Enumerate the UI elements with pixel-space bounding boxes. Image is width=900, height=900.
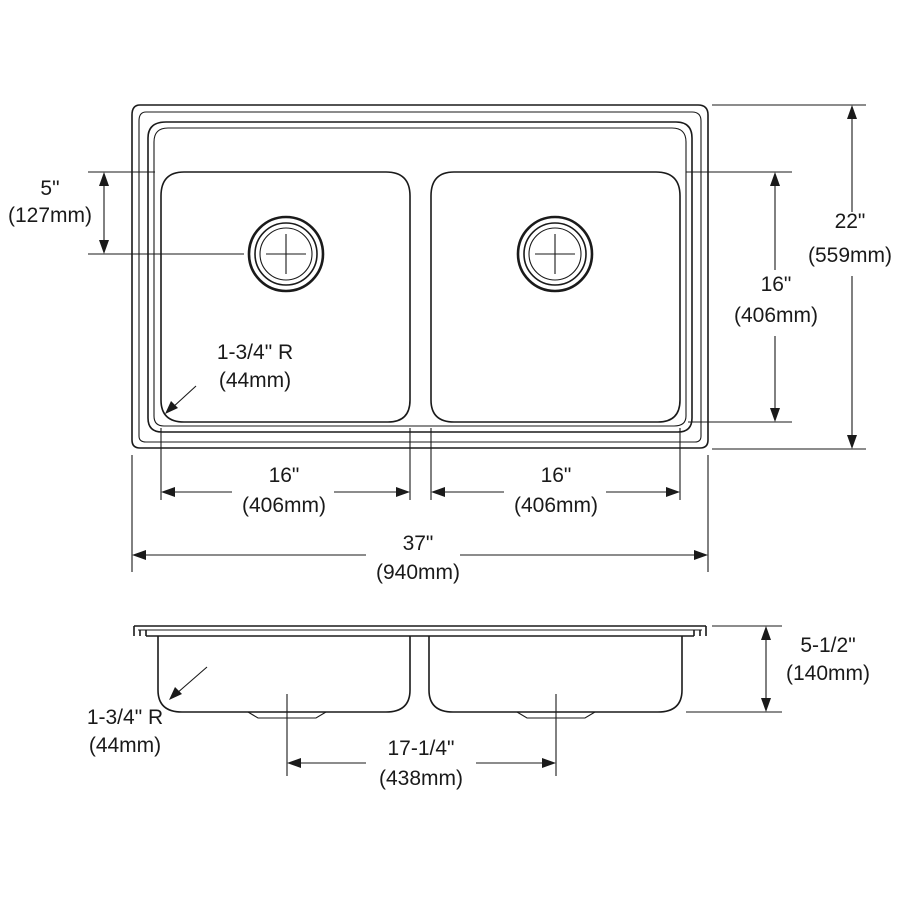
overall-depth-imperial: 22" [835,210,866,233]
drain-spacing-metric: (438mm) [379,767,463,790]
left-bowl-width-dimension: 16" (406mm) [160,428,411,517]
sink-side-view [133,625,707,719]
bowl-height-metric: (140mm) [786,662,870,685]
overall-width-dimension: 37" (940mm) [131,455,709,584]
bowl-depth-dimension: 16" (406mm) [686,171,818,423]
drain-offset-metric: (127mm) [8,204,92,227]
bowl-depth-metric: (406mm) [734,304,818,327]
drain-offset-dimension: 5" (127mm) [8,171,244,255]
drain-spacing-dimension: 17-1/4" (438mm) [286,694,557,790]
drain-offset-imperial: 5" [40,177,59,200]
overall-width-imperial: 37" [403,532,434,555]
right-bowl-width-imperial: 16" [541,464,572,487]
side-corner-radius-metric: (44mm) [89,734,161,757]
left-bowl [160,171,411,423]
corner-radius-callout-top: 1-3/4" R (44mm) [165,341,293,414]
corner-radius-imperial: 1-3/4" R [217,341,293,364]
corner-radius-metric: (44mm) [219,369,291,392]
right-bowl-width-dimension: 16" (406mm) [430,428,681,517]
drain-spacing-imperial: 17-1/4" [388,737,455,760]
left-bowl-width-imperial: 16" [269,464,300,487]
sink-top-view [131,104,709,449]
overall-depth-metric: (559mm) [808,244,892,267]
right-drain [516,215,594,293]
overall-width-metric: (940mm) [376,561,460,584]
overall-depth-dimension: 22" (559mm) [712,104,892,450]
corner-radius-callout-side: 1-3/4" R (44mm) [87,666,208,757]
left-drain [247,215,325,293]
side-corner-radius-imperial: 1-3/4" R [87,706,163,729]
bowl-height-dimension: 5-1/2" (140mm) [686,625,870,713]
bowl-height-imperial: 5-1/2" [800,634,855,657]
right-bowl [430,171,681,423]
left-bowl-width-metric: (406mm) [242,494,326,517]
right-bowl-width-metric: (406mm) [514,494,598,517]
bowl-depth-imperial: 16" [761,273,792,296]
